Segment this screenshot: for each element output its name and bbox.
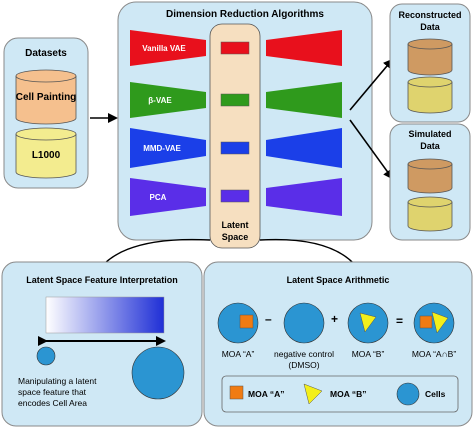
moa-a-square bbox=[239, 314, 254, 329]
vanilla-vae-label: Vanilla VAE bbox=[142, 44, 186, 53]
legend-cells-label: Cells bbox=[425, 389, 446, 399]
vanilla-vae-decoder bbox=[266, 30, 342, 66]
moa-a-and-b-square bbox=[419, 315, 433, 329]
label-moa-b: MOA “B” bbox=[352, 349, 385, 359]
datasets-panel: Datasets Cell Painting L1000 bbox=[3, 37, 89, 189]
simulated-panel: Simulated Data bbox=[389, 123, 471, 241]
beta-vae-label: β-VAE bbox=[148, 96, 172, 105]
legend-moa-a-label: MOA “A” bbox=[248, 389, 285, 399]
minus-operator: – bbox=[265, 312, 272, 326]
pca-encoder bbox=[130, 178, 206, 216]
beta-vae-decoder bbox=[266, 82, 342, 118]
caption-line2: space feature that bbox=[18, 387, 87, 397]
latent-column bbox=[209, 23, 261, 249]
beta-vae-encoder bbox=[130, 82, 206, 118]
dmso-cell bbox=[283, 302, 325, 344]
mmd-vae-label: MMD-VAE bbox=[143, 144, 181, 153]
algorithms-title: Dimension Reduction Algorithms bbox=[166, 9, 324, 20]
arrow-to-reconstructed bbox=[349, 58, 394, 111]
cell-painting-label: Cell Painting bbox=[16, 92, 77, 103]
pca-decoder bbox=[266, 178, 342, 216]
latent-connector-curve bbox=[101, 238, 357, 267]
simulated-line1: Simulated bbox=[408, 129, 451, 139]
equals-operator: = bbox=[396, 314, 403, 328]
moa-a-and-b-cell bbox=[413, 302, 455, 344]
latent-label-line1: Latent bbox=[222, 220, 249, 230]
beta-vae-latent bbox=[220, 93, 250, 107]
reconstructed-cylinder-2 bbox=[407, 82, 453, 114]
mmd-vae-decoder bbox=[266, 128, 342, 168]
simulated-line2: Data bbox=[420, 141, 441, 151]
legend-cell-circle bbox=[396, 382, 420, 406]
legend-moa-a-square bbox=[229, 385, 244, 400]
large-cell-icon bbox=[131, 346, 185, 400]
arithmetic-title: Latent Space Arithmetic bbox=[287, 275, 390, 285]
algorithms-panel: Dimension Reduction Algorithms Latent Sp… bbox=[117, 1, 373, 249]
small-cell-icon bbox=[36, 346, 56, 366]
moa-a-and-b-triangle bbox=[431, 311, 449, 334]
plus-operator: + bbox=[331, 312, 338, 326]
legend-moa-b-triangle bbox=[303, 383, 323, 405]
reconstructed-cylinder-1 bbox=[407, 44, 453, 76]
moa-b-triangle bbox=[359, 312, 377, 333]
label-dmso-line1: negative control bbox=[274, 349, 334, 359]
label-moa-a-and-b: MOA “A∩B” bbox=[412, 349, 457, 359]
arithmetic-panel: Latent Space Arithmetic – + = MOA “A” ne… bbox=[203, 261, 473, 427]
label-dmso-line2: (DMSO) bbox=[288, 360, 319, 370]
legend-box bbox=[221, 375, 459, 413]
mmd-vae-encoder bbox=[130, 128, 206, 168]
l1000-label: L1000 bbox=[32, 150, 61, 161]
moa-a-cell bbox=[217, 302, 259, 344]
cell-painting-cylinder: Cell Painting bbox=[15, 69, 77, 125]
reconstructed-panel: Reconstructed Data bbox=[389, 3, 471, 123]
vanilla-vae-encoder bbox=[130, 30, 206, 66]
feature-gradient-bar bbox=[45, 296, 165, 334]
caption-line3: encodes Cell Area bbox=[18, 398, 87, 408]
interpretation-title: Latent Space Feature Interpretation bbox=[26, 275, 178, 285]
simulated-cylinder-2 bbox=[407, 202, 453, 232]
latent-label-line2: Space bbox=[222, 232, 249, 242]
l1000-cylinder: L1000 bbox=[15, 127, 77, 179]
caption-line1: Manipulating a latent bbox=[18, 376, 97, 386]
legend-moa-b-label: MOA “B” bbox=[330, 389, 367, 399]
vanilla-vae-latent bbox=[220, 41, 250, 55]
pca-label: PCA bbox=[150, 193, 167, 202]
datasets-title: Datasets bbox=[25, 48, 67, 59]
label-moa-a: MOA “A” bbox=[222, 349, 255, 359]
arrow-to-simulated bbox=[349, 119, 394, 180]
pca-latent bbox=[220, 189, 250, 203]
mmd-vae-latent bbox=[220, 141, 250, 155]
reconstructed-line1: Reconstructed bbox=[398, 10, 461, 20]
reconstructed-line2: Data bbox=[420, 22, 441, 32]
simulated-cylinder-1 bbox=[407, 164, 453, 194]
interpretation-panel: Latent Space Feature Interpretation Mani… bbox=[1, 261, 203, 427]
